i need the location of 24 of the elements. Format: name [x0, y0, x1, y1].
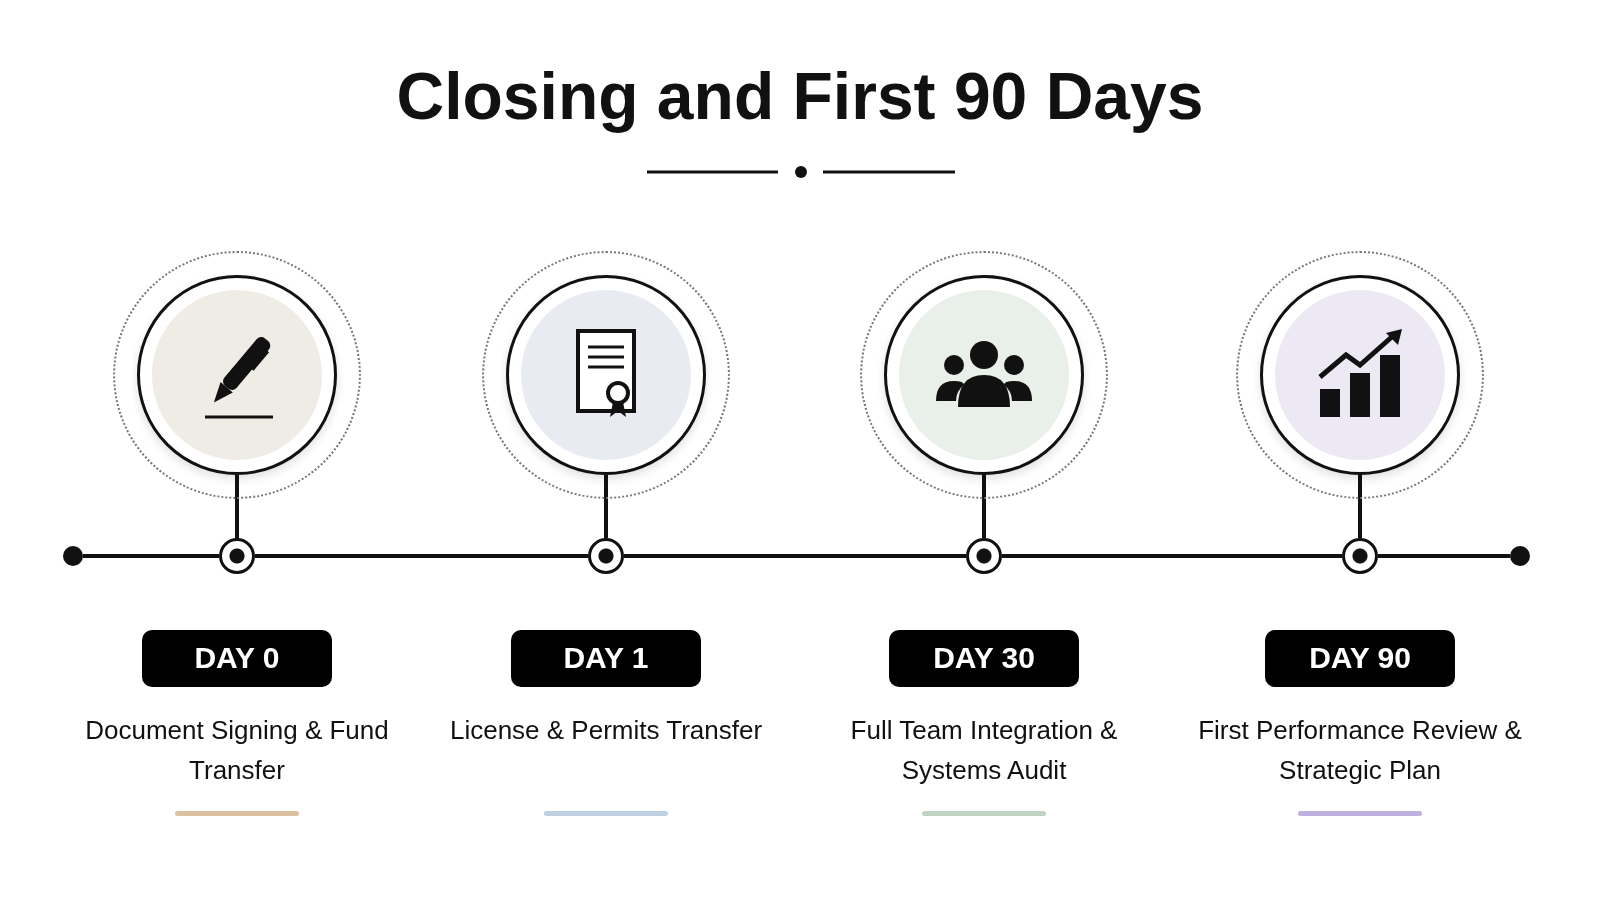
timeline-marker — [219, 538, 255, 574]
milestone-description: License & Permits Transfer — [448, 714, 764, 747]
timeline-endpoint — [63, 546, 83, 566]
timeline-line — [1378, 554, 1510, 558]
day-badge: DAY 1 — [511, 629, 701, 687]
connector-line — [604, 475, 608, 538]
day-badge: DAY 0 — [142, 629, 332, 687]
connector-line — [235, 475, 239, 538]
day-badge: DAY 90 — [1265, 629, 1455, 687]
timeline-line — [624, 554, 966, 558]
milestone-description: Full Team Integration & Systems Audit — [849, 714, 1119, 787]
title: Closing and First 90 Days — [395, 58, 1205, 134]
connector-line — [1358, 475, 1362, 538]
timeline-marker — [1342, 538, 1378, 574]
timeline-marker — [966, 538, 1002, 574]
timeline-line — [255, 554, 588, 558]
timeline-endpoint — [1510, 546, 1530, 566]
timeline-line — [83, 554, 219, 558]
timeline-marker — [588, 538, 624, 574]
timeline-line — [1002, 554, 1342, 558]
day-badge: DAY 30 — [889, 629, 1079, 687]
connector-line — [982, 475, 986, 538]
milestone-description: Document Signing & Fund Transfer — [84, 714, 390, 787]
milestone-description: First Performance Review & Strategic Plan — [1197, 714, 1523, 787]
